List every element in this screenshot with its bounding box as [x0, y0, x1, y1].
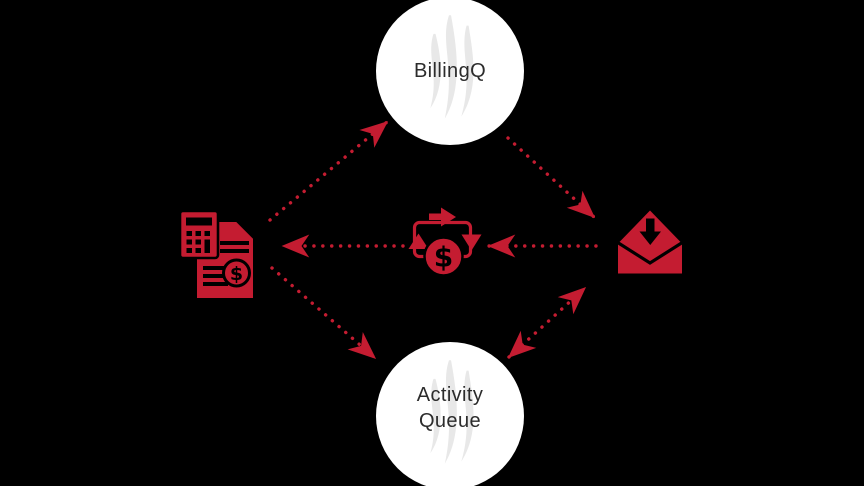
- invoice-calculator-icon: $: [178, 209, 256, 298]
- incoming-mail-icon: [613, 210, 687, 274]
- svg-text:$: $: [434, 241, 453, 274]
- node-activity-queue: Activity Queue: [376, 342, 524, 486]
- arrow-billing-documents-to-billingq: [268, 120, 389, 222]
- arrow-billing-documents-to-activity-queue: [270, 266, 377, 360]
- node-activity-queue-label: Activity Queue: [417, 382, 484, 434]
- node-activity-queue-label-line1: Activity: [416, 384, 484, 406]
- arrow-billingq-to-mail-inbox: [506, 136, 596, 219]
- arrow-activity-queue-to-mail-inbox-two-way: [507, 286, 587, 359]
- node-billingq-label: BillingQ: [413, 60, 487, 82]
- node-activity-queue-label-line2: Queue: [418, 410, 482, 432]
- money-transfer-icon: $: [408, 207, 482, 277]
- flame-watermark-icon: [430, 360, 474, 464]
- svg-text:$: $: [230, 263, 243, 285]
- flame-watermark-icon: [430, 15, 474, 119]
- node-billingq: BillingQ: [376, 0, 524, 145]
